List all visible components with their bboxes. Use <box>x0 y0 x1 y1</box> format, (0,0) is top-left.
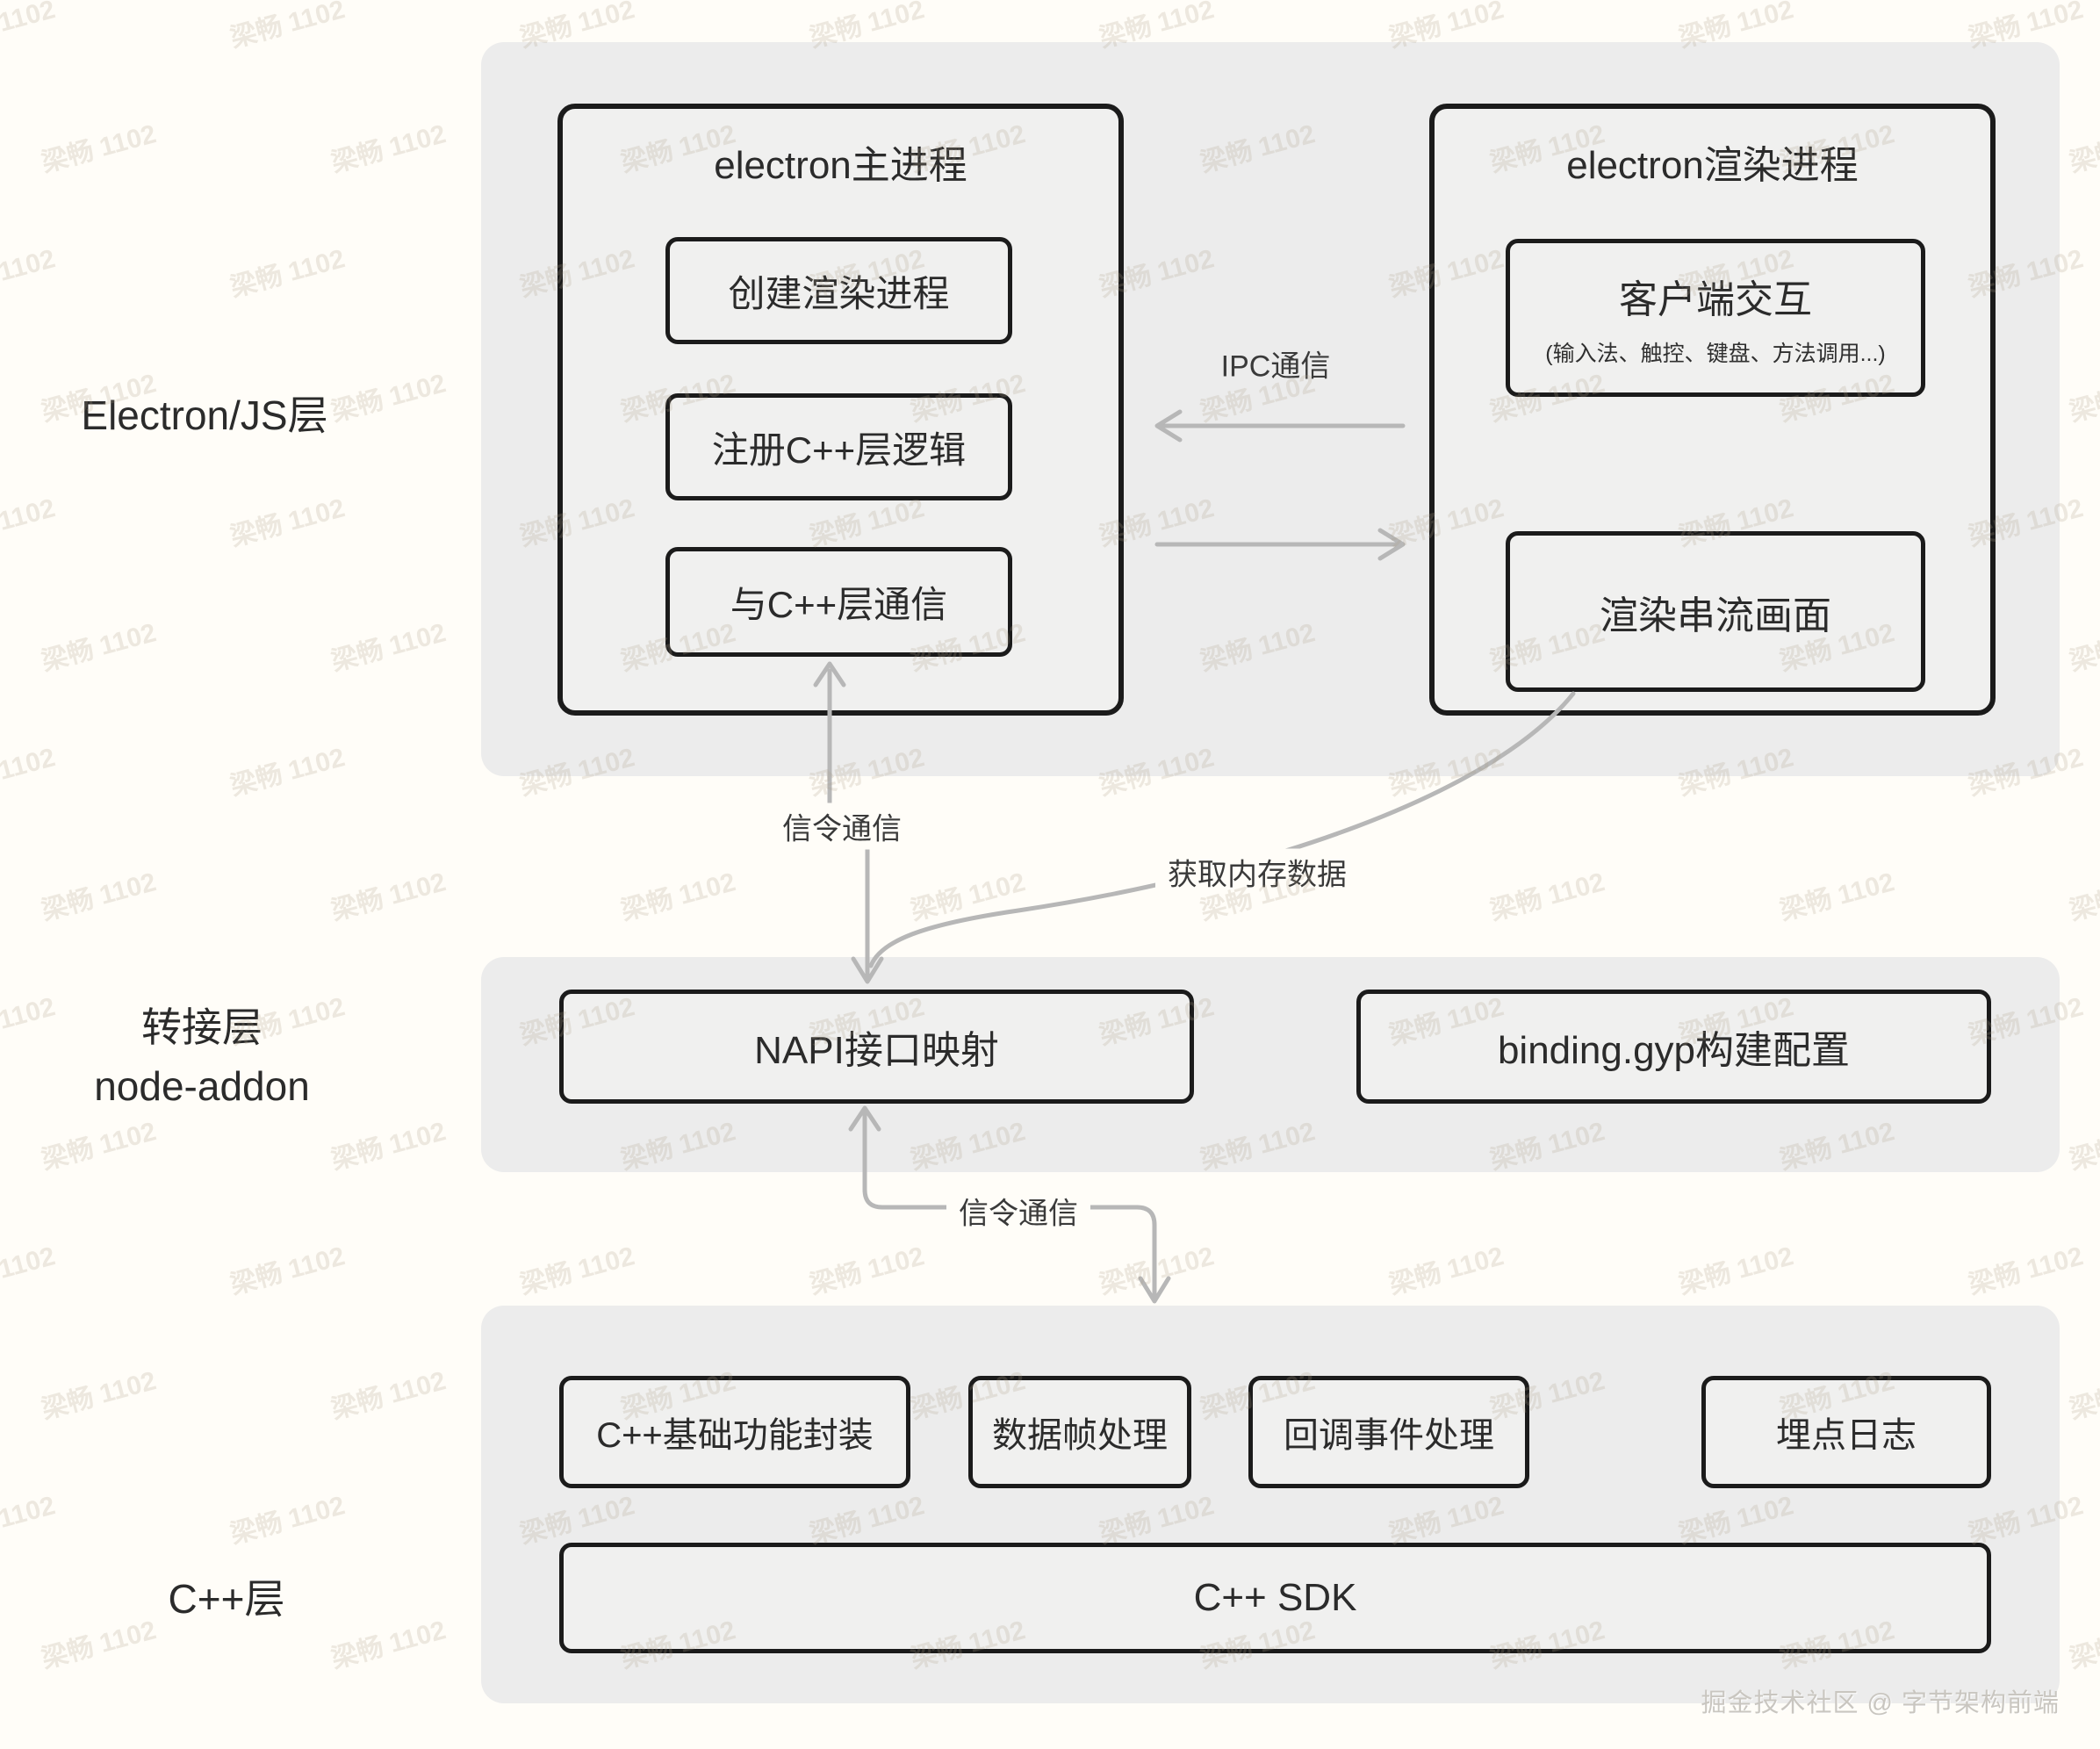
watermark-text: 梁畅 1102 <box>227 244 349 303</box>
signal-bottom-label: 信令通信 <box>946 1187 1090 1234</box>
tracking-log-label: 埋点日志 <box>1776 1416 1917 1455</box>
client-interaction-subtitle: (输入法、触控、键盘、方法调用...) <box>1545 342 1886 366</box>
create-render-process-label: 创建渲染进程 <box>728 272 950 314</box>
adapter-layer-label-line2: node-addon <box>94 1063 310 1109</box>
watermark-text: 梁畅 1102 <box>38 867 160 926</box>
watermark-text: 梁畅 1102 <box>227 0 349 54</box>
napi-mapping-box: NAPI接口映射 <box>559 990 1194 1104</box>
adapter-layer-label-line1: 转接层 <box>141 1004 262 1050</box>
render-process-title: electron渲染进程 <box>1566 144 1859 187</box>
cpp-layer-label: C++层 <box>168 1576 285 1622</box>
cpp-base-wrapper-label: C++基础功能封装 <box>596 1416 874 1455</box>
register-cpp-logic-label: 注册C++层逻辑 <box>711 428 967 471</box>
footer-credit: 掘金技术社区 @ 字节架构前端 <box>1701 1689 2060 1717</box>
create-render-process-box: 创建渲染进程 <box>665 237 1012 344</box>
watermark-text: 梁畅 1102 <box>1776 867 1898 926</box>
render-stream-box: 渲染串流画面 <box>1506 531 1925 692</box>
ipc-label: IPC通信 <box>1220 349 1331 384</box>
callback-event-box: 回调事件处理 <box>1248 1376 1529 1488</box>
watermark-text: 梁畅 1102 <box>0 0 59 54</box>
watermark-text: 梁畅 1102 <box>0 743 59 801</box>
register-cpp-logic-box: 注册C++层逻辑 <box>665 393 1012 500</box>
memory-label: 获取内存数据 <box>1155 848 1359 896</box>
client-interaction-title: 客户端交互 <box>1619 278 1812 321</box>
watermark-text: 梁畅 1102 <box>516 1242 638 1300</box>
watermark-text: 梁畅 1102 <box>1486 867 1608 926</box>
watermark-text: 梁畅 1102 <box>2066 1117 2100 1176</box>
watermark-text: 梁畅 1102 <box>1385 1242 1507 1300</box>
cpp-sdk-label: C++ SDK <box>1193 1576 1357 1619</box>
communicate-cpp-label: 与C++层通信 <box>730 584 948 625</box>
watermark-text: 梁畅 1102 <box>327 1117 449 1176</box>
cpp-sdk-box: C++ SDK <box>559 1543 1991 1653</box>
watermark-text: 梁畅 1102 <box>1096 1242 1218 1300</box>
watermark-text: 梁畅 1102 <box>2066 1366 2100 1425</box>
watermark-text: 梁畅 1102 <box>2066 369 2100 428</box>
watermark-text: 梁畅 1102 <box>327 119 449 178</box>
watermark-text: 梁畅 1102 <box>2066 618 2100 677</box>
watermark-text: 梁畅 1102 <box>38 1616 160 1674</box>
watermark-text: 梁畅 1102 <box>327 618 449 677</box>
watermark-text: 梁畅 1102 <box>806 1242 928 1300</box>
signal-bottom-down-head <box>1138 1276 1171 1304</box>
watermark-text: 梁畅 1102 <box>2066 119 2100 178</box>
watermark-text: 梁畅 1102 <box>1965 1242 2087 1300</box>
render-stream-label: 渲染串流画面 <box>1600 594 1831 637</box>
cpp-base-wrapper-box: C++基础功能封装 <box>559 1376 910 1488</box>
watermark-text: 梁畅 1102 <box>38 1366 160 1425</box>
watermark-text: 梁畅 1102 <box>2066 1616 2100 1674</box>
watermark-text: 梁畅 1102 <box>327 1616 449 1674</box>
main-process-title: electron主进程 <box>714 144 967 187</box>
watermark-text: 梁畅 1102 <box>617 867 739 926</box>
data-frame-box: 数据帧处理 <box>968 1376 1191 1488</box>
watermark-text: 梁畅 1102 <box>38 618 160 677</box>
watermark-text: 梁畅 1102 <box>0 1491 59 1549</box>
watermark-text: 梁畅 1102 <box>907 867 1029 926</box>
watermark-text: 梁畅 1102 <box>0 493 59 551</box>
watermark-text: 梁畅 1102 <box>327 867 449 926</box>
watermark-text: 梁畅 1102 <box>227 743 349 802</box>
tracking-log-box: 埋点日志 <box>1701 1376 1991 1488</box>
watermark-text: 梁畅 1102 <box>1675 1242 1797 1300</box>
watermark-text: 梁畅 1102 <box>2066 867 2100 926</box>
communicate-cpp-box: 与C++层通信 <box>665 547 1012 657</box>
watermark-text: 梁畅 1102 <box>227 1242 349 1300</box>
watermark-text: 梁畅 1102 <box>0 992 59 1050</box>
watermark-text: 梁畅 1102 <box>327 369 449 428</box>
client-interaction-box: 客户端交互 (输入法、触控、键盘、方法调用...) <box>1506 239 1925 397</box>
data-frame-label: 数据帧处理 <box>992 1416 1168 1455</box>
watermark-text: 梁畅 1102 <box>0 1242 59 1299</box>
watermark-text: 梁畅 1102 <box>327 1366 449 1425</box>
callback-event-label: 回调事件处理 <box>1284 1416 1494 1455</box>
electron-js-layer-label: Electron/JS层 <box>81 392 328 438</box>
watermark-text: 梁畅 1102 <box>38 119 160 178</box>
binding-gyp-label: binding.gyp构建配置 <box>1497 1029 1851 1072</box>
binding-gyp-box: binding.gyp构建配置 <box>1356 990 1991 1104</box>
watermark-text: 梁畅 1102 <box>227 493 349 552</box>
watermark-text: 梁畅 1102 <box>0 244 59 302</box>
watermark-text: 梁畅 1102 <box>227 1491 349 1550</box>
watermark-text: 梁畅 1102 <box>38 1117 160 1176</box>
napi-mapping-label: NAPI接口映射 <box>754 1029 999 1072</box>
signal-top-label: 信令通信 <box>770 803 914 850</box>
